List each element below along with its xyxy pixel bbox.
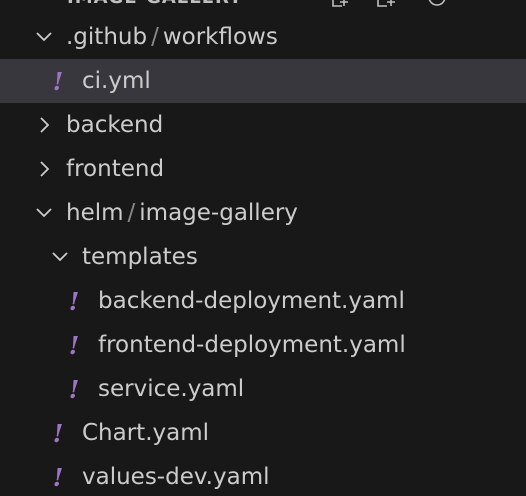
- tree-file-values-dev[interactable]: ! values-dev.yaml: [0, 455, 526, 496]
- tree-file-ci-yml[interactable]: ! ci.yml: [0, 59, 526, 103]
- explorer-header: IMAGE-GALLERY: [0, 0, 526, 14]
- folder-part: helm: [66, 200, 124, 226]
- yaml-icon: !: [68, 374, 80, 404]
- file-label: service.yaml: [98, 376, 245, 402]
- folder-label: backend: [66, 112, 164, 138]
- yaml-icon: !: [52, 418, 64, 448]
- explorer-header-title: IMAGE-GALLERY: [67, 0, 243, 8]
- file-label: Chart.yaml: [82, 420, 210, 446]
- path-separator: /: [151, 24, 159, 50]
- chevron-right-icon: [34, 115, 54, 135]
- tree-folder-backend[interactable]: backend: [0, 103, 526, 147]
- new-folder-icon[interactable]: [376, 0, 398, 8]
- folder-part: image-gallery: [139, 200, 298, 226]
- folder-part: workflows: [162, 24, 278, 50]
- file-label: values-dev.yaml: [82, 464, 270, 490]
- tree-file-backend-deployment[interactable]: ! backend-deployment.yaml: [0, 279, 526, 323]
- folder-label: helm/image-gallery: [66, 191, 298, 235]
- new-file-icon[interactable]: [330, 0, 352, 8]
- folder-part: .github: [66, 24, 148, 50]
- yaml-icon: !: [52, 462, 64, 492]
- tree-file-chart[interactable]: ! Chart.yaml: [0, 411, 526, 455]
- collapse-all-icon[interactable]: [472, 0, 494, 8]
- tree-file-service[interactable]: ! service.yaml: [0, 367, 526, 411]
- yaml-icon: !: [52, 66, 64, 96]
- file-label: frontend-deployment.yaml: [98, 332, 406, 358]
- tree-folder-templates[interactable]: templates: [0, 235, 526, 279]
- tree-file-frontend-deployment[interactable]: ! frontend-deployment.yaml: [0, 323, 526, 367]
- tree-folder-github-workflows[interactable]: .github/workflows: [0, 15, 526, 59]
- folder-label: .github/workflows: [66, 15, 278, 59]
- file-label: ci.yml: [82, 68, 151, 94]
- file-label: backend-deployment.yaml: [98, 288, 405, 314]
- refresh-icon[interactable]: [426, 0, 448, 8]
- yaml-icon: !: [68, 286, 80, 316]
- yaml-icon: !: [68, 330, 80, 360]
- tree-folder-helm-image-gallery[interactable]: helm/image-gallery: [0, 191, 526, 235]
- folder-label: frontend: [66, 156, 165, 182]
- chevron-right-icon: [34, 159, 54, 179]
- path-separator: /: [127, 200, 136, 226]
- folder-label: templates: [82, 244, 198, 270]
- chevron-down-icon: [50, 247, 70, 267]
- tree-folder-frontend[interactable]: frontend: [0, 147, 526, 191]
- chevron-down-icon: [34, 203, 54, 223]
- chevron-down-icon: [34, 27, 54, 47]
